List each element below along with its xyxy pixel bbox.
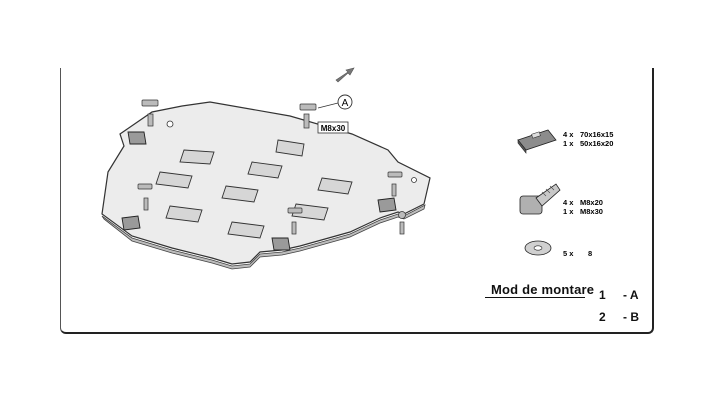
part-spec: 70x16x15 — [580, 130, 613, 139]
mounting-underline — [485, 297, 585, 298]
mounting-letter: - B — [623, 310, 639, 324]
mounting-number: 2 — [599, 310, 606, 324]
part-qty: 5 x — [563, 249, 574, 258]
part-spec: 50x16x20 — [580, 139, 613, 148]
washer-icon — [524, 240, 552, 256]
part-spec: 8 — [588, 249, 592, 258]
bolt-icon — [137, 99, 406, 235]
part-qty: 4 x — [563, 130, 574, 139]
part-qty: 1 x — [563, 207, 574, 216]
callout-letter: A — [342, 98, 349, 109]
mounting-number: 1 — [599, 288, 606, 302]
part-spec: M8x20 — [580, 198, 603, 207]
skid-plate — [101, 101, 431, 270]
callout-bolt-label: M8x30 — [321, 124, 346, 133]
parts-list: 4 x 70x16x15 1 x 50x16x20 4 x M8x20 1 x … — [563, 130, 613, 258]
mounting-letter: - A — [623, 288, 639, 302]
mounting-title: Mod de montare — [491, 282, 595, 297]
spacer-icon — [517, 129, 557, 154]
drawing-frame — [60, 68, 654, 334]
direction-arrow-icon — [335, 67, 355, 83]
part-spec: M8x30 — [580, 207, 603, 216]
bolt-icon — [519, 183, 561, 215]
callout-a: A M8x30 — [317, 94, 353, 134]
part-qty: 4 x — [563, 198, 574, 207]
part-qty: 1 x — [563, 139, 574, 148]
